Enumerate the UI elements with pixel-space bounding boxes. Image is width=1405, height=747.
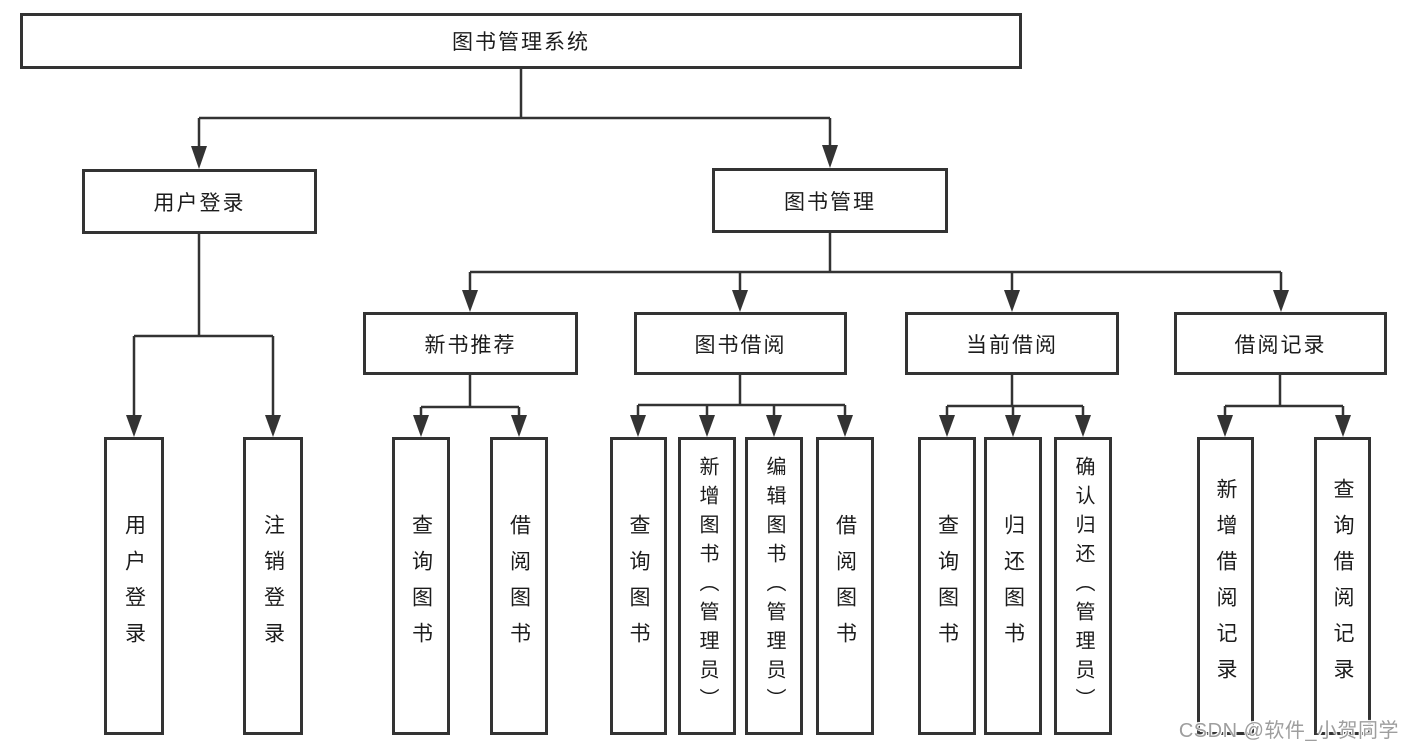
arrow-down-icon	[1004, 290, 1020, 312]
connector-rec-to-leaves	[419, 375, 521, 417]
leaf-borrow-books: 借阅图书	[816, 437, 874, 735]
leaf-confirm-return-admin: 确认归还（管理员）	[1054, 437, 1112, 735]
node-label: 借阅记录	[1234, 333, 1327, 357]
arrow-down-icon	[1273, 290, 1289, 312]
connector-current-to-leaves	[945, 375, 1085, 417]
connector-mgmt-to-level3	[468, 233, 1283, 292]
node-label: 新书推荐	[424, 333, 517, 357]
leaf-query-books: 查询图书	[918, 437, 976, 735]
node-label: 查询图书	[409, 514, 433, 658]
node-label: 借阅图书	[507, 514, 531, 658]
arrow-down-icon	[630, 415, 646, 437]
leaf-logout: 注销登录	[243, 437, 303, 735]
arrow-down-icon	[766, 415, 782, 437]
node-system-root: 图书管理系统	[20, 13, 1022, 69]
node-label: 图书管理系统	[452, 31, 590, 54]
arrow-down-icon	[126, 415, 142, 437]
node-borrow-records: 借阅记录	[1174, 312, 1387, 375]
node-label: 查询图书	[935, 514, 959, 658]
node-label: 归还图书	[1001, 514, 1025, 658]
csdn-watermark: CSDN @软件_小贺同学	[1178, 720, 1399, 742]
connector-borrow-to-leaves	[636, 375, 847, 417]
node-label: 注销登录	[261, 514, 285, 658]
node-label: 借阅图书	[833, 514, 857, 658]
arrow-down-icon	[837, 415, 853, 437]
leaf-return-books: 归还图书	[984, 437, 1042, 735]
node-label: 图书管理	[784, 190, 876, 214]
arrow-down-icon	[822, 145, 838, 168]
node-label: 新增借阅记录	[1214, 478, 1237, 694]
leaf-query-books: 查询图书	[392, 437, 450, 735]
arrow-down-icon	[1335, 415, 1351, 437]
arrow-down-icon	[265, 415, 281, 437]
node-user-login: 用户登录	[82, 169, 317, 234]
node-label: 当前借阅	[966, 333, 1058, 357]
leaf-add-books-admin: 新增图书（管理员）	[678, 437, 736, 735]
node-label: 新增图书（管理员）	[696, 455, 718, 717]
arrow-down-icon	[511, 415, 527, 437]
node-label: 查询图书	[627, 514, 650, 658]
node-book-management: 图书管理	[712, 168, 948, 233]
arrowheads	[126, 145, 1351, 437]
arrow-down-icon	[732, 290, 748, 312]
node-label: 用户登录	[153, 191, 246, 215]
leaf-add-borrow-record: 新增借阅记录	[1197, 437, 1254, 735]
leaf-query-borrow-record: 查询借阅记录	[1314, 437, 1371, 735]
arrow-down-icon	[413, 415, 429, 437]
arrow-down-icon	[939, 415, 955, 437]
leaf-borrow-books: 借阅图书	[490, 437, 548, 735]
arrow-down-icon	[191, 146, 207, 169]
node-current-borrow: 当前借阅	[905, 312, 1119, 375]
node-label: 确认归还（管理员）	[1072, 455, 1094, 717]
node-label: 编辑图书（管理员）	[763, 455, 785, 717]
node-label: 查询借阅记录	[1331, 478, 1354, 694]
arrow-down-icon	[1075, 415, 1091, 437]
node-label: 用户登录	[122, 514, 146, 658]
node-book-borrow: 图书借阅	[634, 312, 847, 375]
leaf-query-books: 查询图书	[610, 437, 667, 735]
node-label: 图书借阅	[694, 333, 787, 357]
leaf-user-login: 用户登录	[104, 437, 164, 735]
connector-root-to-level2	[197, 69, 832, 148]
node-new-book-recommend: 新书推荐	[363, 312, 578, 375]
arrow-down-icon	[462, 290, 478, 312]
arrow-down-icon	[699, 415, 715, 437]
connector-login-to-leaves	[132, 233, 275, 417]
arrow-down-icon	[1217, 415, 1233, 437]
leaf-edit-books-admin: 编辑图书（管理员）	[745, 437, 803, 735]
connector-history-to-leaves	[1223, 375, 1345, 417]
arrow-down-icon	[1005, 415, 1021, 437]
